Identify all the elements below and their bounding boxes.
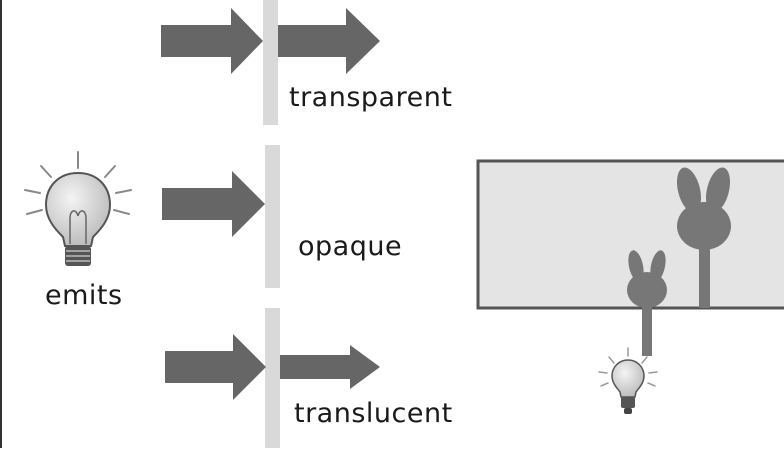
transmitted-arrow-1 [278, 8, 380, 74]
transmitted-arrow-3 [280, 345, 380, 389]
small-bunny-shadow-icon [627, 250, 667, 308]
small-light-bulb-icon [598, 347, 658, 414]
opaque-label: opaque [298, 231, 403, 262]
incoming-arrow-3 [165, 334, 266, 400]
shadow-screen [476, 159, 784, 310]
translucent-label: translucent [294, 398, 453, 429]
opaque-barrier [265, 145, 280, 288]
puppet-stick [642, 300, 652, 356]
translucent-row [165, 308, 380, 448]
incoming-arrow-1 [161, 8, 263, 74]
bunny-shadow-icon [676, 167, 731, 308]
opaque-row [162, 145, 280, 288]
transparent-row [161, 0, 380, 125]
light-bulb-icon [24, 151, 132, 266]
emits-label: emits [45, 280, 123, 311]
incoming-arrow-2 [162, 171, 265, 237]
translucent-barrier [265, 308, 280, 448]
transparent-barrier [263, 0, 278, 125]
transparent-label: transparent [289, 82, 453, 113]
